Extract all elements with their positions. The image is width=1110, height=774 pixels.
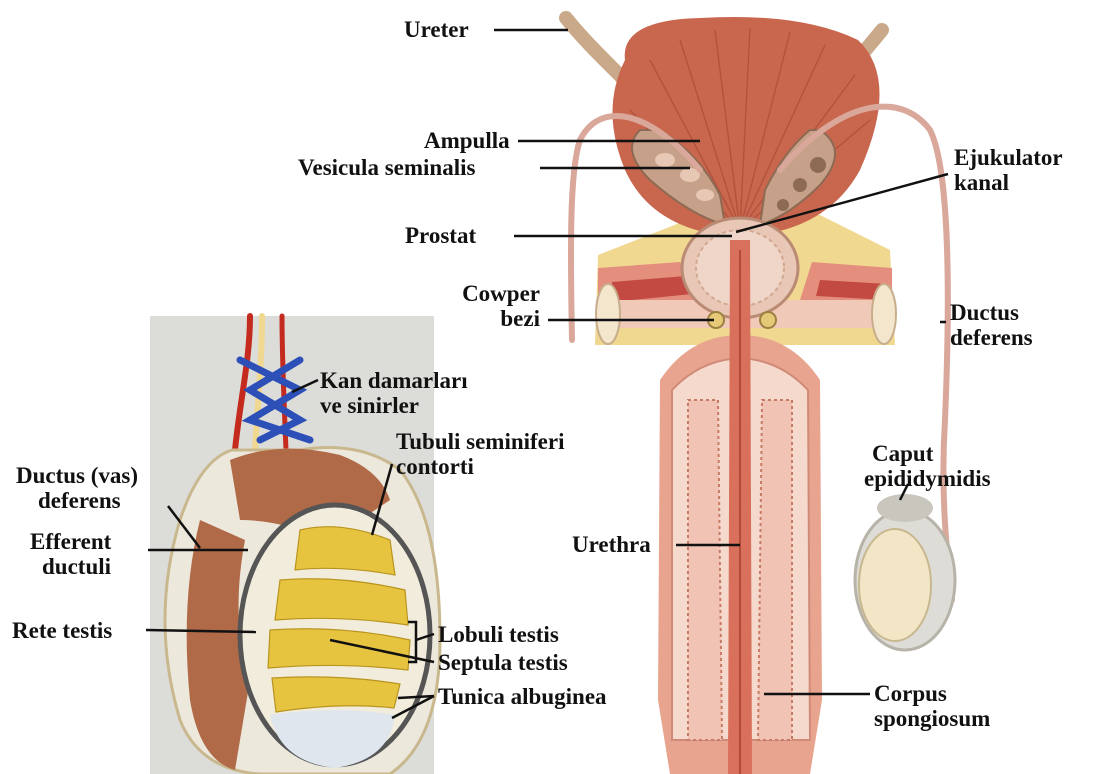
label-ureter: Ureter xyxy=(404,17,469,42)
label-ductus-vas-line1: Ductus (vas) xyxy=(16,463,138,488)
label-efferent-ductuli: Efferent ductuli xyxy=(30,529,111,579)
label-ductus-vas-line2: deferens xyxy=(16,488,138,513)
label-septula-testis: Septula testis xyxy=(438,650,568,675)
testis-right xyxy=(855,494,955,650)
label-ductus-deferens: Ductus deferens xyxy=(950,300,1033,350)
label-efferent-line1: Efferent xyxy=(30,529,111,554)
label-ejukulator-line1: Ejukulator xyxy=(954,145,1063,170)
label-lobuli-testis: Lobuli testis xyxy=(438,622,559,647)
label-caput-epididymidis: Caput epididymidis xyxy=(864,441,991,491)
label-vesicula-seminalis: Vesicula seminalis xyxy=(298,155,475,180)
label-ampulla: Ampulla xyxy=(424,128,510,153)
label-kan-line2: ve sinirler xyxy=(320,393,468,418)
label-ejukulator-kanal: Ejukulator kanal xyxy=(954,145,1063,195)
label-corpus-line1: Corpus xyxy=(874,681,990,706)
label-corpus-spongiosum: Corpus spongiosum xyxy=(874,681,990,731)
label-tubuli-line1: Tubuli seminiferi xyxy=(396,429,565,454)
label-ductus-deferens-line2: deferens xyxy=(950,325,1033,350)
label-tubuli-seminiferi: Tubuli seminiferi contorti xyxy=(396,429,565,479)
label-cowper-bezi: Cowper bezi xyxy=(424,281,540,331)
label-corpus-line2: spongiosum xyxy=(874,706,990,731)
label-tubuli-line2: contorti xyxy=(396,454,565,479)
label-rete-testis: Rete testis xyxy=(12,618,112,643)
label-urethra: Urethra xyxy=(572,532,651,557)
label-kan-line1: Kan damarları xyxy=(320,368,468,393)
label-tunica-albuginea: Tunica albuginea xyxy=(438,684,607,709)
label-cowper-line1: Cowper xyxy=(424,281,540,306)
label-ejukulator-line2: kanal xyxy=(954,170,1063,195)
label-caput-line2: epididymidis xyxy=(864,466,991,491)
label-ductus-deferens-line1: Ductus xyxy=(950,300,1033,325)
label-efferent-line2: ductuli xyxy=(30,554,111,579)
label-cowper-line2: bezi xyxy=(424,306,540,331)
label-ductus-vas-deferens: Ductus (vas) deferens xyxy=(16,463,138,513)
label-caput-line1: Caput xyxy=(864,441,991,466)
label-prostat: Prostat xyxy=(405,223,476,248)
label-kan-damarlari: Kan damarları ve sinirler xyxy=(320,368,468,418)
